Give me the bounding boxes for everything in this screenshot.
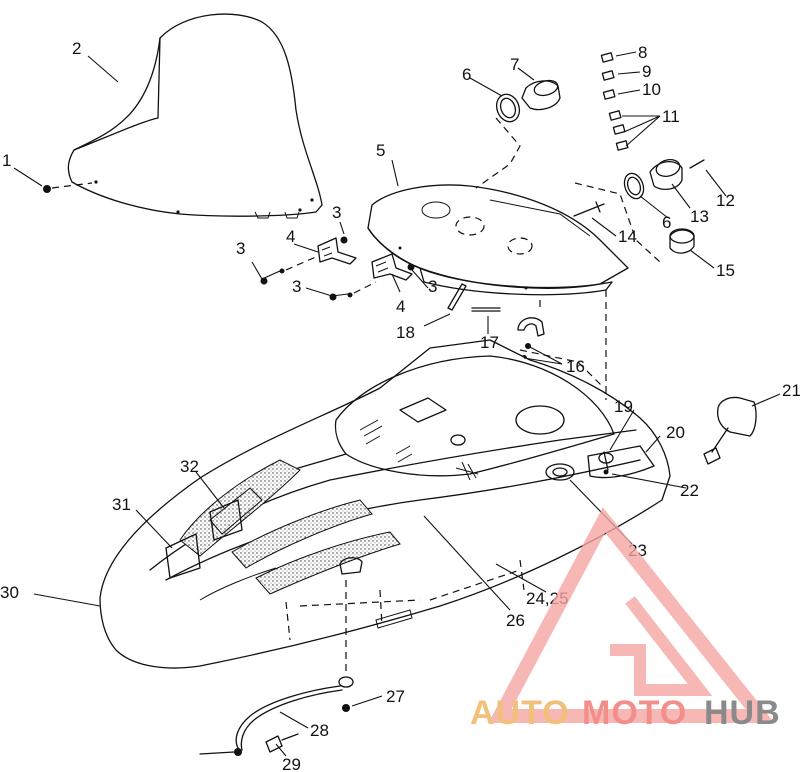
hood [99,290,671,669]
screw-1 [43,182,93,193]
callout-14: 14 [618,227,637,246]
callout-13: 13 [690,207,709,226]
callout-26: 26 [506,611,525,630]
hood-fasteners [447,283,545,361]
callout-7: 7 [510,55,519,74]
callout-3a: 3 [332,203,341,222]
callout-29: 29 [282,755,301,772]
speedometer-parts [475,79,561,189]
callout-8: 8 [638,43,647,62]
callout-19: 19 [614,397,633,416]
callout-11: 11 [662,107,680,126]
callout-3c: 3 [292,277,301,296]
callout-32: 32 [180,457,199,476]
callout-18: 18 [396,323,415,342]
callout-4b: 4 [396,297,405,316]
callout-15: 15 [716,261,735,280]
callout-9: 9 [642,62,651,81]
callout-3b: 3 [236,239,245,258]
callout-12: 12 [716,191,735,210]
callout-17: 17 [480,333,499,352]
tachometer-parts [573,159,705,263]
callout-2: 2 [72,39,81,58]
watermark-text-auto: AUTO [470,694,570,732]
indicator-lamps [600,52,629,151]
callout-27: 27 [386,687,405,706]
callout-16: 16 [566,357,585,376]
callout-20: 20 [666,423,685,442]
callout-6b: 6 [662,213,671,232]
callout-30: 30 [0,583,19,602]
watermark-text-hub: HUB [704,694,781,732]
callout-31: 31 [112,495,131,514]
callout-21: 21 [782,381,800,400]
callout-3d: 3 [428,277,437,296]
callout-5: 5 [376,141,385,160]
callout-1: 1 [2,151,11,170]
watermark-logo: AUTO MOTO HUB [470,507,781,732]
watermark-text-moto: MOTO [582,694,687,732]
callout-22: 22 [680,481,699,500]
callout-10: 10 [642,80,661,99]
callout-28: 28 [310,721,329,740]
instrument-console [367,184,629,296]
callout-6a: 6 [462,65,471,84]
mirror [703,396,757,465]
callout-4a: 4 [286,227,295,246]
windshield [67,13,323,219]
hood-cable [199,580,354,756]
callout-labels: 2 1 3 4 3 3 4 3 5 6 7 8 9 10 11 12 13 6 … [0,39,800,772]
